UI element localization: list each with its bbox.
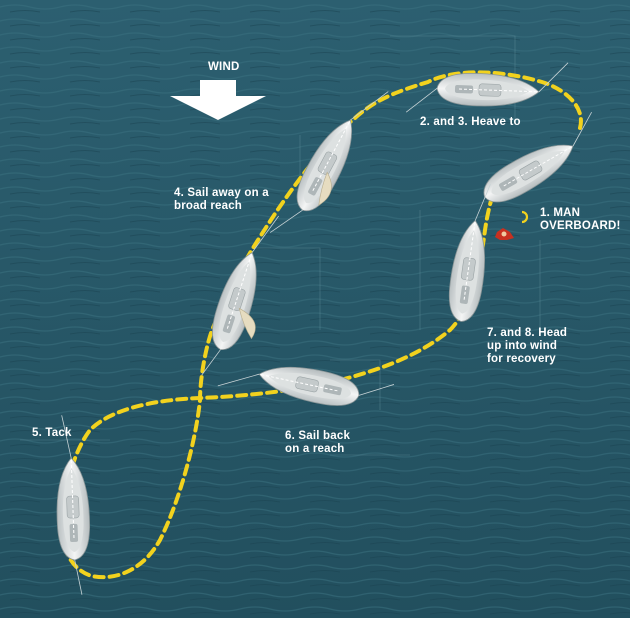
- wind-label: WIND: [208, 61, 240, 73]
- step-2-3-label: 2. and 3. Heave to: [420, 116, 521, 128]
- step-1-label: 1. MAN OVERBOARD!: [540, 207, 621, 232]
- step-4-label: 4. Sail away on a broad reach: [174, 187, 269, 212]
- guide-lines: [20, 35, 541, 456]
- man-overboard-marker: [495, 228, 514, 240]
- boat-man-overboard: [476, 111, 592, 212]
- boat-reach-back: [217, 357, 395, 412]
- step-6-label: 6. Sail back on a reach: [285, 430, 351, 455]
- life-ring-icon: [521, 210, 529, 224]
- wind-arrow-icon: [170, 80, 266, 120]
- boat-tack: [54, 415, 92, 595]
- step-7-8-label: 7. and 8. Head up into wind for recovery: [487, 327, 568, 365]
- boat-head-up: [444, 184, 492, 325]
- course-path: [59, 70, 583, 580]
- boat-broad-reach-2: [201, 215, 279, 376]
- boat-broad-reach-1: [269, 91, 389, 233]
- boat-heave-to: [405, 62, 569, 113]
- step-5-label: 5. Tack: [32, 427, 72, 439]
